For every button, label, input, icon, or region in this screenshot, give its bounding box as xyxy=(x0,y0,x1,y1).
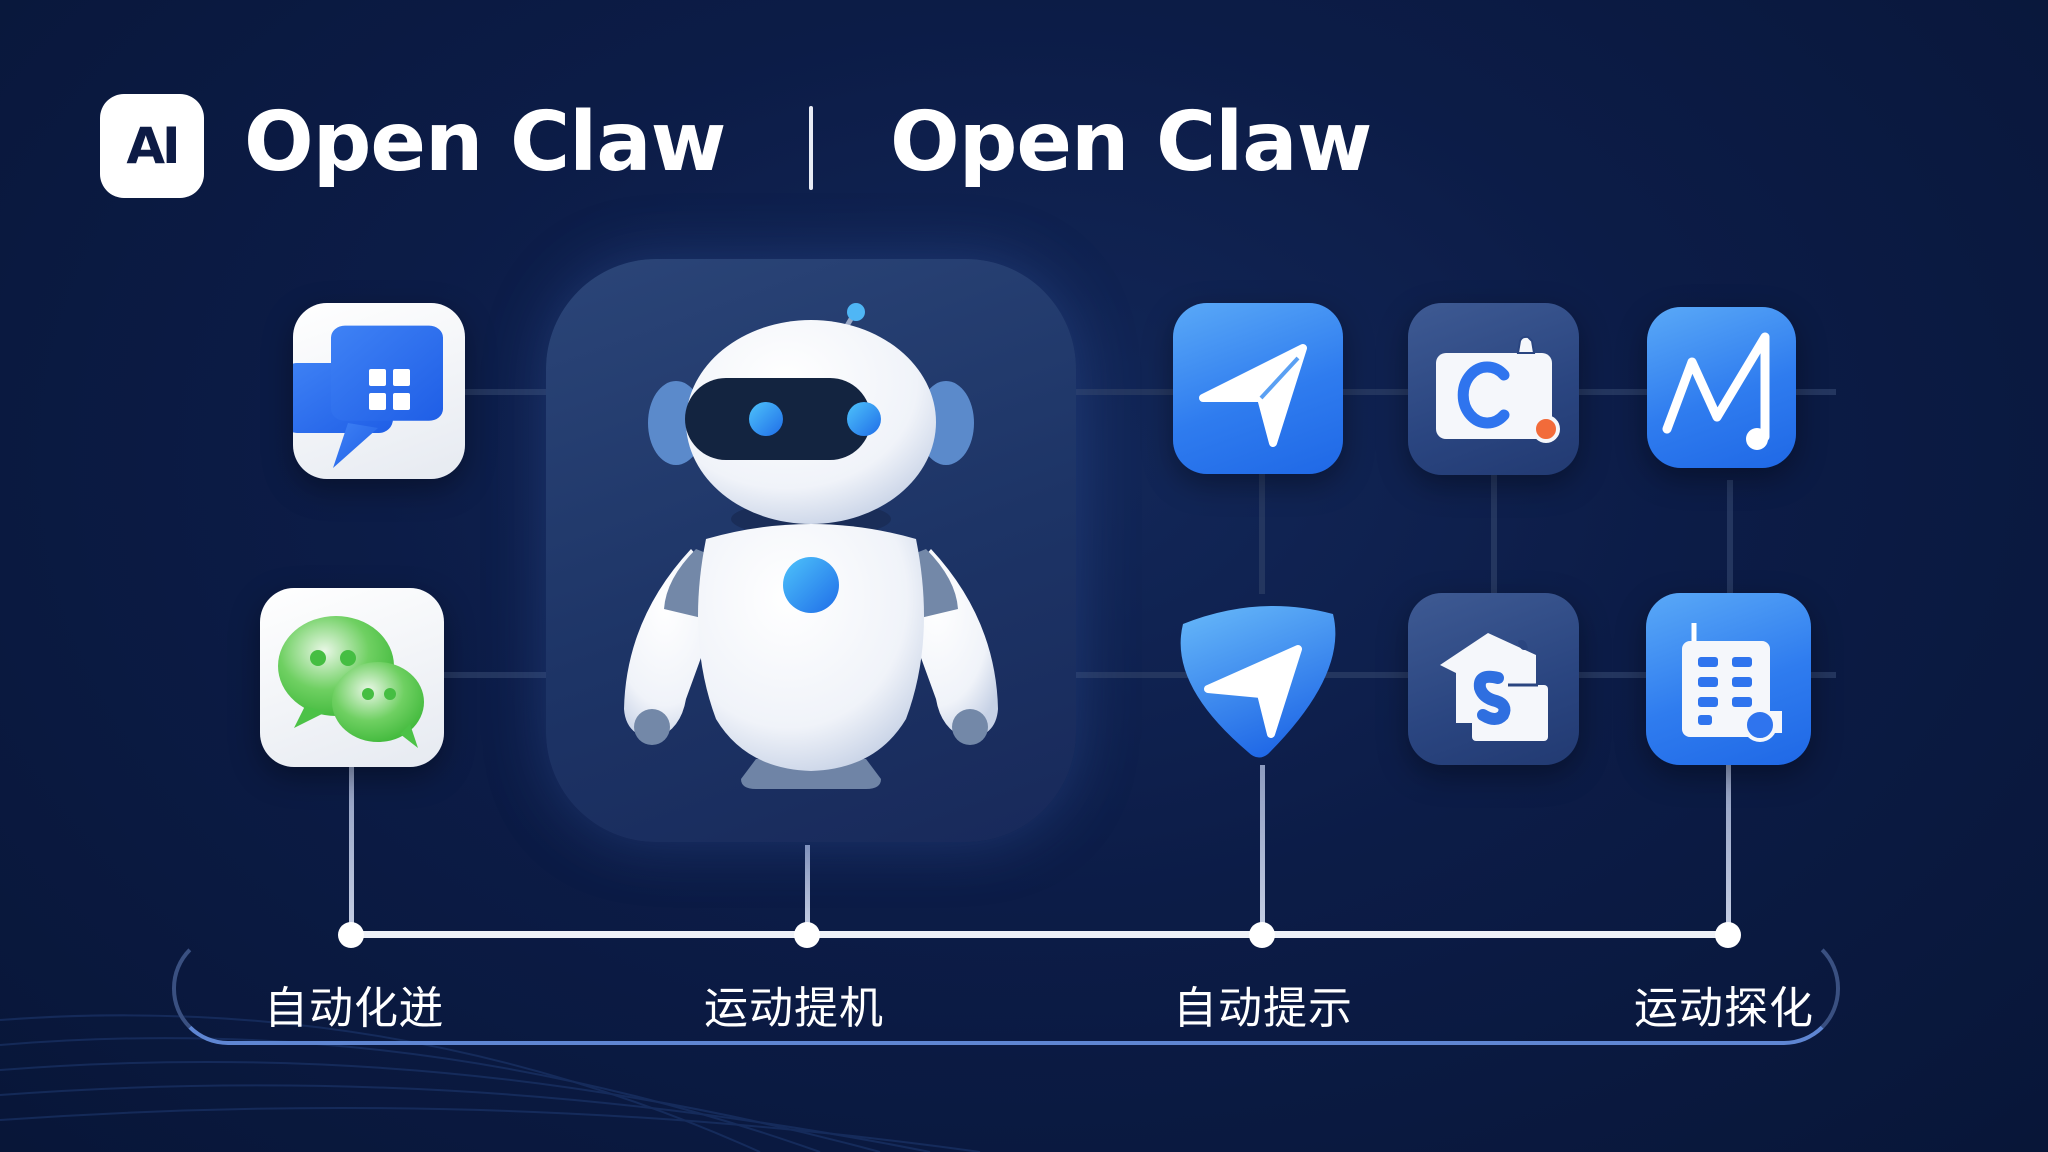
timeline-dot[interactable] xyxy=(794,922,820,948)
connector-line xyxy=(1727,480,1733,593)
connector-line xyxy=(1259,474,1265,594)
title-left: Open Claw xyxy=(244,95,726,190)
robot-panel[interactable] xyxy=(546,259,1076,842)
timeline-connector xyxy=(1260,765,1265,935)
timeline-label: 运动探化 xyxy=(1634,983,1814,1034)
timeline-label: 自动化迸 xyxy=(264,983,444,1034)
title-right: Open Claw xyxy=(890,95,1372,190)
timeline-label: 运动提机 xyxy=(704,983,884,1034)
wechat-icon[interactable] xyxy=(260,588,444,767)
music-m-icon[interactable] xyxy=(1647,307,1796,468)
house-s-icon[interactable] xyxy=(1408,593,1579,765)
connector-line xyxy=(1491,475,1497,593)
timeline-connector xyxy=(349,767,354,935)
timeline-dot[interactable] xyxy=(338,922,364,948)
wechat-bubbles-icon xyxy=(278,616,424,748)
telegram-shield-icon[interactable] xyxy=(1173,594,1343,760)
timeline-connector xyxy=(1726,765,1731,935)
office-building-icon xyxy=(1682,623,1782,742)
timeline-connector xyxy=(805,845,810,935)
music-note-m-icon xyxy=(1662,332,1770,450)
timeline-track xyxy=(172,932,1840,1045)
title-divider xyxy=(809,106,813,190)
timeline-dot[interactable] xyxy=(1249,922,1275,948)
paper-plane-icon xyxy=(1199,344,1307,447)
robot-icon xyxy=(624,303,998,789)
ai-logo: AI xyxy=(100,94,204,198)
timeline-line xyxy=(350,931,1730,938)
timeline-label: 自动提示 xyxy=(1173,983,1353,1034)
house-icon xyxy=(1440,633,1548,741)
telegram-icon[interactable] xyxy=(1173,303,1343,474)
connector-line xyxy=(460,389,550,395)
chat-app-icon[interactable] xyxy=(293,303,465,479)
ai-logo-text: AI xyxy=(126,117,180,175)
chat-bubble-icon xyxy=(293,325,443,468)
camera-icon xyxy=(1436,335,1560,443)
connector-line xyxy=(440,672,550,678)
shield-plane-icon xyxy=(1180,606,1336,758)
camera-c-icon[interactable] xyxy=(1408,303,1579,475)
timeline-dot[interactable] xyxy=(1715,922,1741,948)
building-icon[interactable] xyxy=(1646,593,1811,765)
